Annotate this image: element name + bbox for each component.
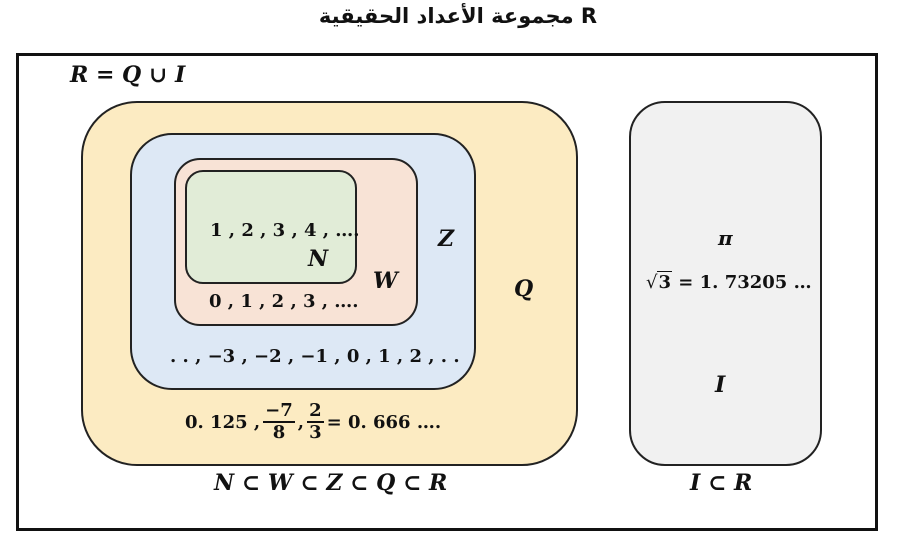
q-fraction-neg-7-8: −7 8	[263, 401, 295, 443]
set-I-label: I	[715, 372, 726, 398]
set-W-examples: 0 , 1 , 2 , 3 , ….	[209, 291, 359, 312]
irrational-subset: I ⊂ R	[690, 470, 753, 496]
set-N-label: N	[308, 246, 329, 272]
fraction-numerator: 2	[307, 400, 324, 423]
pi-symbol: π	[718, 226, 733, 250]
fraction-numerator: −7	[263, 400, 295, 423]
set-Q-examples: 0. 125 , −7 8 , 2 3 = 0. 666 ….	[185, 397, 441, 447]
fraction-denominator: 8	[272, 422, 286, 443]
fraction-denominator: 3	[309, 422, 322, 443]
set-Q-label: Q	[514, 276, 534, 302]
q-repeating-example: = 0. 666 ….	[326, 411, 442, 433]
diagram-title: مجموعة الأعداد الحقيقية R	[318, 4, 598, 28]
union-formula: R = Q ∪ I	[70, 62, 186, 88]
q-fraction-2-3: 2 3	[307, 401, 324, 443]
set-N-examples: 1 , 2 , 3 , 4 , ….	[210, 220, 360, 241]
square-root-icon: √3	[646, 271, 673, 293]
set-Z-label: Z	[438, 226, 455, 252]
diagram-frame	[16, 53, 878, 531]
sqrt3-example: √3 = 1. 73205 …	[646, 271, 812, 293]
set-Z-examples: . . , −3 , −2 , −1 , 0 , 1 , 2 , . .	[170, 346, 460, 367]
subset-chain: N ⊂ W ⊂ Z ⊂ Q ⊂ R	[214, 470, 448, 496]
set-W-label: W	[373, 268, 398, 294]
q-separator: ,	[297, 411, 305, 433]
sqrt3-value: = 1. 73205 …	[678, 272, 812, 293]
set-N-region	[185, 170, 357, 284]
q-decimal-example: 0. 125 ,	[185, 411, 261, 433]
set-I-region	[629, 101, 822, 466]
